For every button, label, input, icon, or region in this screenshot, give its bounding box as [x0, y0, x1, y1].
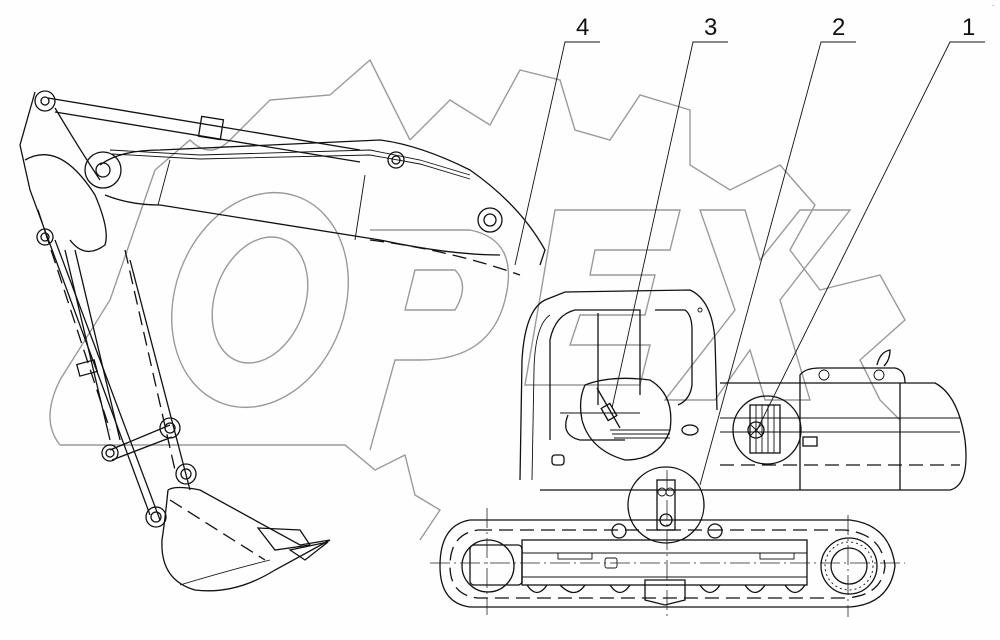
boom: [99, 139, 546, 276]
callout-3: 3: [704, 14, 718, 41]
cab: [519, 289, 718, 481]
detail-bubble-1: [732, 395, 802, 465]
arm: [19, 91, 191, 521]
undercarriage: [430, 470, 905, 618]
bucket-linkage: [101, 417, 197, 528]
callout-1: 1: [962, 14, 976, 41]
bucket-cylinder: [64, 249, 121, 441]
bucket: [161, 486, 331, 592]
callout-leaders: [514, 41, 985, 486]
corner-mark: ·: [992, 3, 994, 10]
callout-4: 4: [576, 14, 590, 41]
callout-2: 2: [832, 14, 846, 41]
upper-structure: [540, 349, 967, 491]
boom-pins: [84, 151, 503, 233]
detail-bubble-2: [627, 466, 705, 544]
arm-cylinder: [34, 90, 361, 163]
detail-bubble-3: [579, 377, 672, 461]
watermark-logo: [49, 58, 906, 541]
